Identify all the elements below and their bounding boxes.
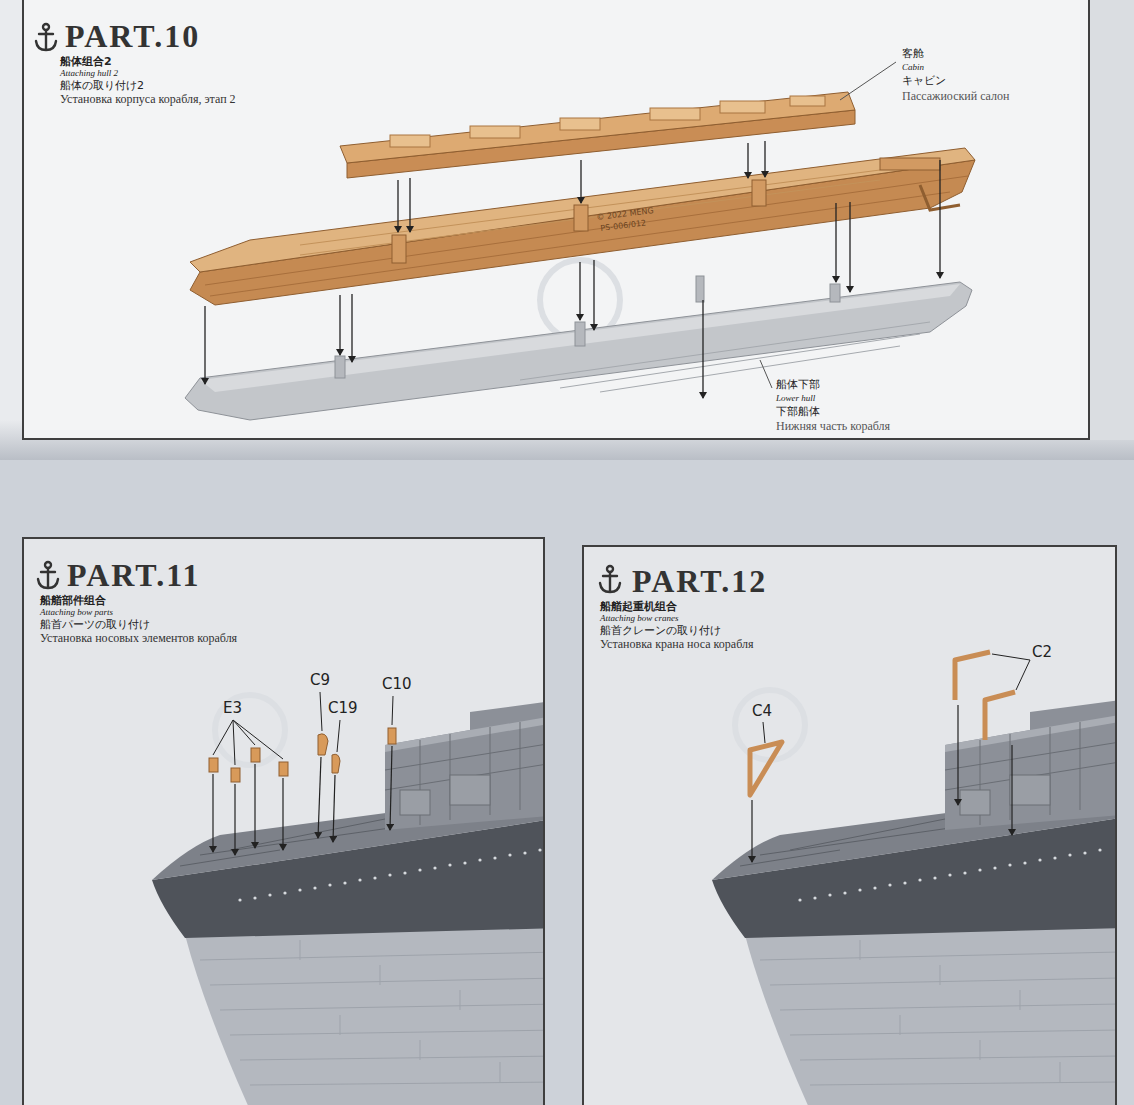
callout-number: C10 (382, 676, 412, 693)
step-title: Установка крана носа корабля (600, 637, 767, 652)
part-label: 下部船体 (776, 405, 820, 418)
step-number: PART.12 (632, 565, 767, 597)
step-title: 船首パーツの取り付け (40, 618, 237, 631)
part-label: Пассажиоский салон (902, 89, 1009, 104)
callout-number: C4 (752, 703, 772, 720)
callout-number: C19 (328, 700, 358, 717)
callout-number: C9 (310, 672, 330, 689)
callout-number: C2 (1032, 644, 1052, 661)
part-label: キャビン (902, 74, 946, 87)
step-panel: PART.10 船体组合2Attaching hull 2船体の取り付け2Уста… (22, 0, 1090, 440)
step-title: 船体组合2 (60, 55, 236, 68)
step-heading-group: PART.10 船体组合2Attaching hull 2船体の取り付け2Уста… (60, 20, 236, 107)
step-heading-group: PART.12 船艏起重机组合Attaching bow cranes船首クレーン… (600, 565, 767, 652)
step-title: 船体の取り付け2 (60, 79, 236, 92)
step-title: Установка носовых элементов корабля (40, 631, 237, 646)
step-title: Attaching bow cranes (600, 613, 767, 624)
part-label: 船体下部 (776, 378, 820, 391)
part-label: Нижняя часть корабля (776, 419, 890, 434)
step-title: 船首クレーンの取り付け (600, 624, 767, 637)
callout-number: E3 (223, 700, 242, 717)
step-title: 船艏起重机组合 (600, 600, 767, 613)
step-number: PART.11 (67, 559, 237, 591)
part-label: Cabin (902, 62, 924, 73)
mold-stamp: PS-006/012 (600, 219, 647, 233)
step-title: Attaching bow parts (40, 607, 237, 618)
step-title: Установка корпуса корабля, этап 2 (60, 92, 236, 107)
step-title: Attaching hull 2 (60, 68, 236, 79)
step-panel: PART.11 船艏部件组合Attaching bow parts船首パーツの取り… (22, 537, 545, 1105)
part-label: Lower hull (776, 393, 815, 404)
step-heading-group: PART.11 船艏部件组合Attaching bow parts船首パーツの取り… (40, 559, 237, 646)
part-label: 客舱 (902, 47, 924, 60)
step-panel: PART.12 船艏起重机组合Attaching bow cranes船首クレーン… (582, 545, 1117, 1105)
step-number: PART.10 (65, 20, 236, 52)
step-title: 船艏部件组合 (40, 594, 237, 607)
